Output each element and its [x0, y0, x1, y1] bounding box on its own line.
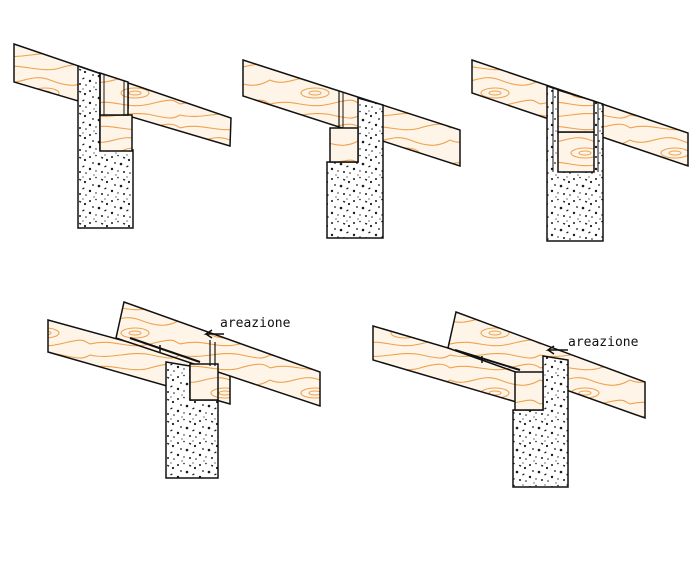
panel-1: [13, 42, 232, 229]
wooden-purlin: [189, 363, 219, 401]
wooden-purlin: [329, 127, 359, 163]
vent-spacer: [454, 349, 521, 371]
panel-3: [471, 58, 689, 242]
rafter-beam: [242, 58, 461, 168]
panel-5: areazione: [372, 310, 646, 488]
panel-4: areazione: [47, 301, 321, 479]
ventilation-label: areazione: [568, 335, 639, 350]
wooden-purlin: [99, 114, 133, 152]
vent-arrow: [545, 345, 568, 355]
vent-spacer: [129, 337, 201, 363]
vent-arrow: [203, 329, 224, 339]
ventilation-label: areazione: [220, 316, 291, 331]
upper-rafter-beam: [115, 301, 321, 408]
vertical-post: [557, 88, 595, 133]
panel-2: [242, 58, 461, 239]
wooden-purlin: [557, 131, 595, 173]
wooden-purlin: [514, 371, 544, 411]
